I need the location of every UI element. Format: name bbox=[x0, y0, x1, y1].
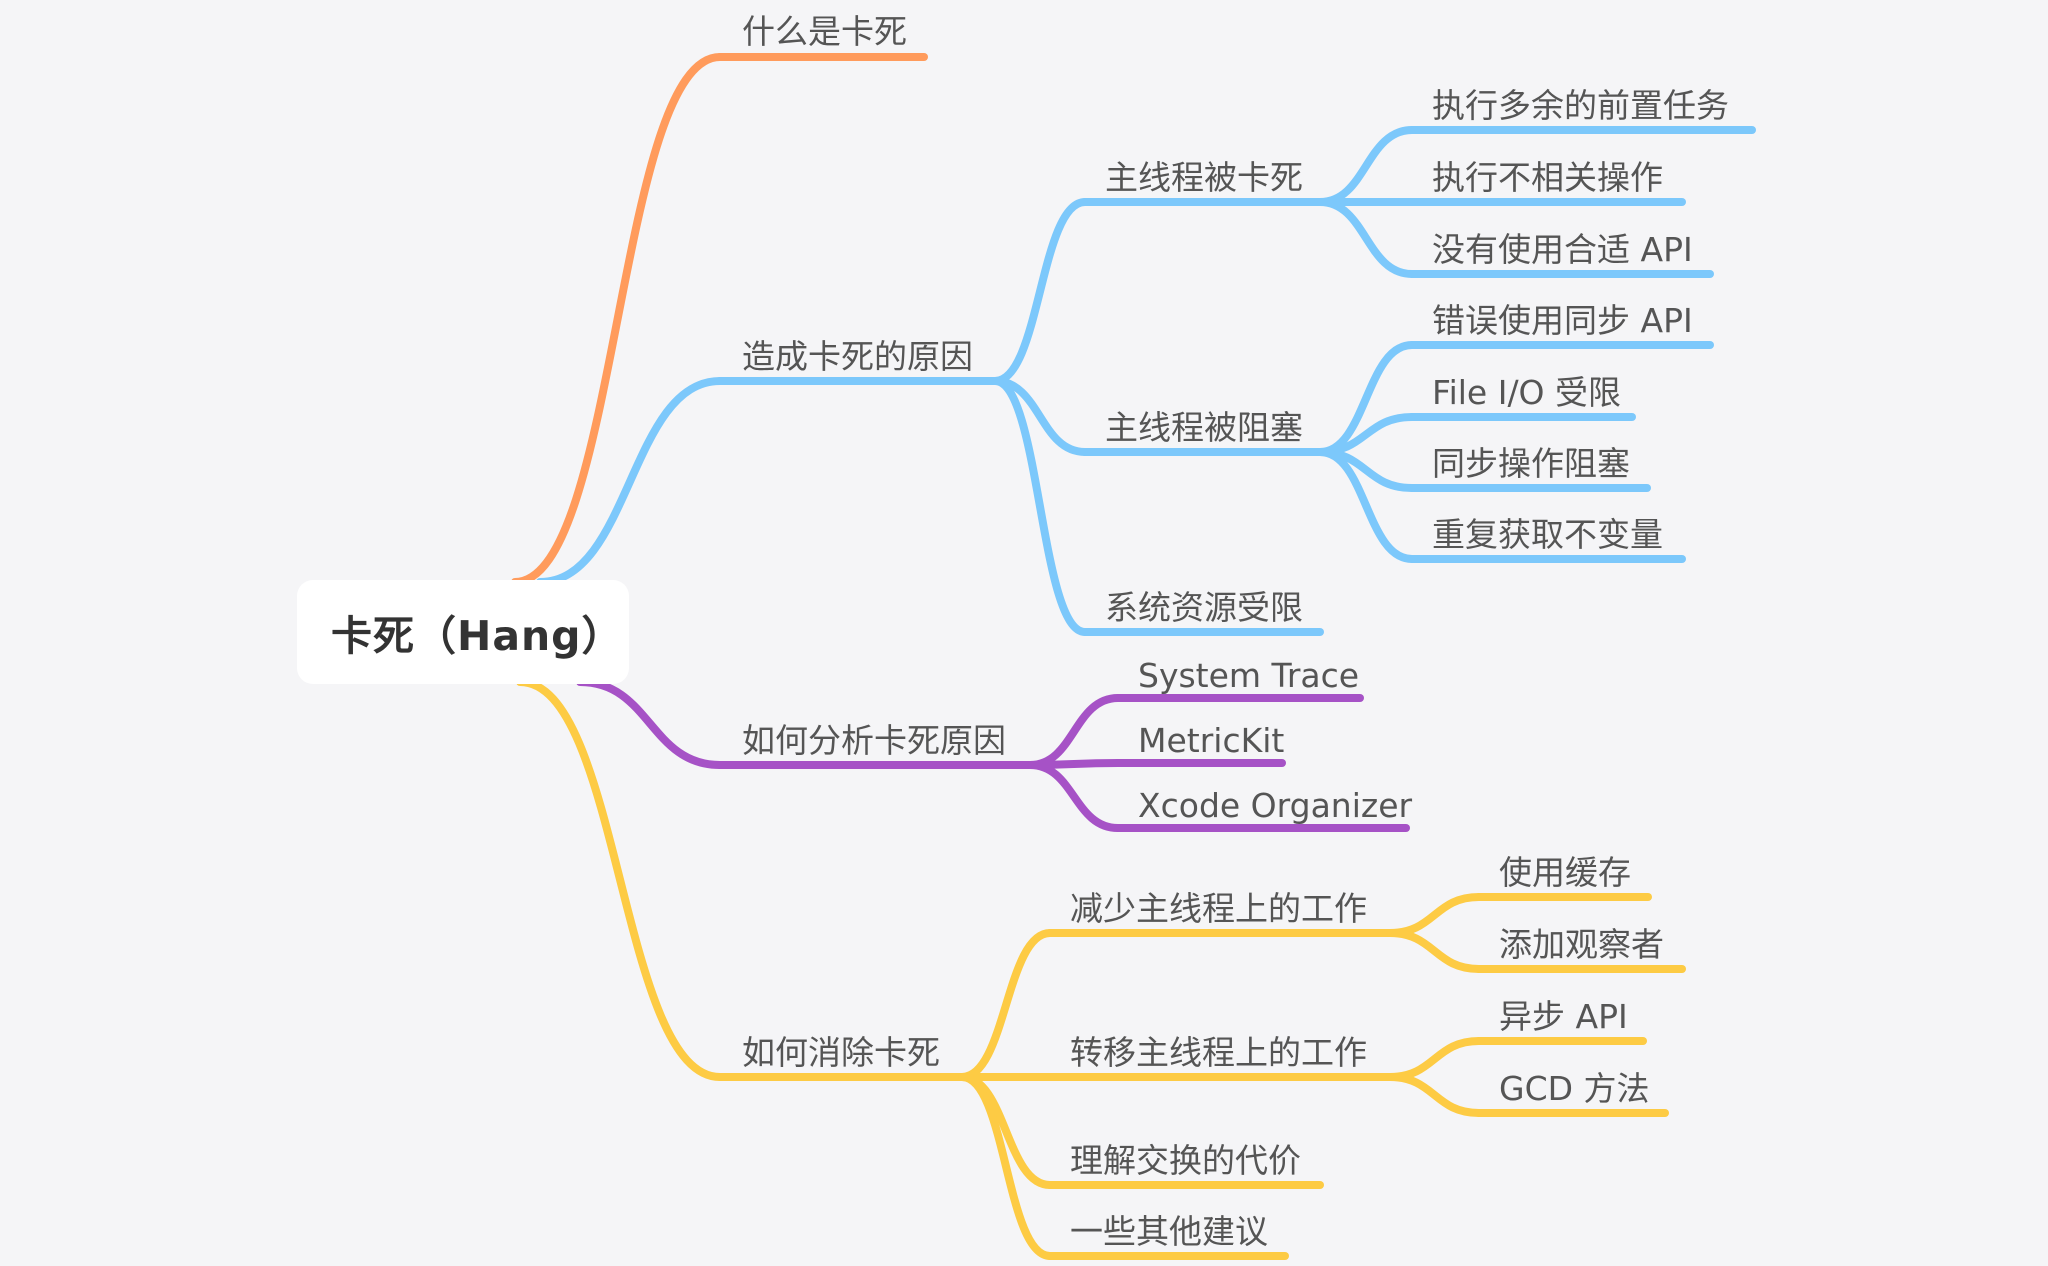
connector-root-causes bbox=[536, 377, 724, 586]
node-file-io-limited[interactable]: File I/O 受限 bbox=[1432, 373, 1622, 412]
node-misuse-sync-api[interactable]: 错误使用同步 API bbox=[1432, 301, 1693, 340]
node-main-thread-hang[interactable]: 主线程被卡死 bbox=[1105, 158, 1303, 197]
connector-move-child-0 bbox=[1386, 1037, 1483, 1081]
node-understand-tradeoffs[interactable]: 理解交换的代价 bbox=[1070, 1141, 1301, 1180]
node-add-observer[interactable]: 添加观察者 bbox=[1499, 925, 1664, 964]
connector-hang-child-0 bbox=[1316, 126, 1416, 206]
connector-hang-child-2 bbox=[1316, 198, 1416, 278]
node-reduce-main-thread-work[interactable]: 减少主线程上的工作 bbox=[1070, 889, 1367, 928]
connector-reduce-child-0 bbox=[1386, 893, 1483, 937]
node-system-trace[interactable]: System Trace bbox=[1138, 656, 1360, 695]
node-eliminate-hang[interactable]: 如何消除卡死 bbox=[742, 1033, 940, 1072]
connector-causes-hang bbox=[991, 198, 1089, 385]
node-analyze-hang[interactable]: 如何分析卡死原因 bbox=[742, 721, 1006, 760]
connector-causes-blocked bbox=[991, 377, 1089, 456]
node-gcd-methods[interactable]: GCD 方法 bbox=[1499, 1069, 1650, 1108]
connector-blocked-child-3 bbox=[1316, 448, 1416, 563]
node-wrong-api[interactable]: 没有使用合适 API bbox=[1432, 230, 1693, 269]
connector-analyze-child-0 bbox=[1026, 694, 1122, 769]
node-metrickit[interactable]: MetricKit bbox=[1138, 721, 1285, 760]
connector-elim-other bbox=[958, 1073, 1054, 1260]
node-use-cache[interactable]: 使用缓存 bbox=[1499, 853, 1631, 892]
connector-reduce-child-1 bbox=[1386, 929, 1483, 973]
node-async-api[interactable]: 异步 API bbox=[1499, 997, 1628, 1036]
connector-root-what bbox=[511, 53, 724, 586]
node-resource-limit[interactable]: 系统资源受限 bbox=[1105, 588, 1303, 627]
node-hang-causes[interactable]: 造成卡死的原因 bbox=[742, 337, 973, 376]
connector-elim-reduce bbox=[958, 929, 1054, 1081]
connector-blocked-child-1 bbox=[1316, 413, 1416, 456]
node-sync-op-blocking[interactable]: 同步操作阻塞 bbox=[1432, 444, 1630, 483]
node-what-is-hang[interactable]: 什么是卡死 bbox=[742, 12, 907, 51]
connector-causes-resource bbox=[991, 377, 1089, 636]
connector-root-eliminate bbox=[516, 678, 724, 1081]
connector-root-analyze bbox=[576, 678, 724, 769]
root-node-hang[interactable]: 卡死（Hang） bbox=[297, 580, 629, 684]
connector-analyze-child-2 bbox=[1026, 761, 1122, 832]
node-extra-pre-tasks[interactable]: 执行多余的前置任务 bbox=[1432, 86, 1729, 125]
node-unrelated-ops[interactable]: 执行不相关操作 bbox=[1432, 158, 1663, 197]
node-move-main-thread-work[interactable]: 转移主线程上的工作 bbox=[1070, 1033, 1367, 1072]
node-xcode-organizer[interactable]: Xcode Organizer bbox=[1138, 786, 1413, 825]
node-main-thread-blocked[interactable]: 主线程被阻塞 bbox=[1105, 408, 1303, 447]
connector-move-child-1 bbox=[1386, 1073, 1483, 1117]
node-repeat-fetch-invariant[interactable]: 重复获取不变量 bbox=[1432, 515, 1663, 554]
node-other-suggestions[interactable]: 一些其他建议 bbox=[1070, 1212, 1268, 1251]
